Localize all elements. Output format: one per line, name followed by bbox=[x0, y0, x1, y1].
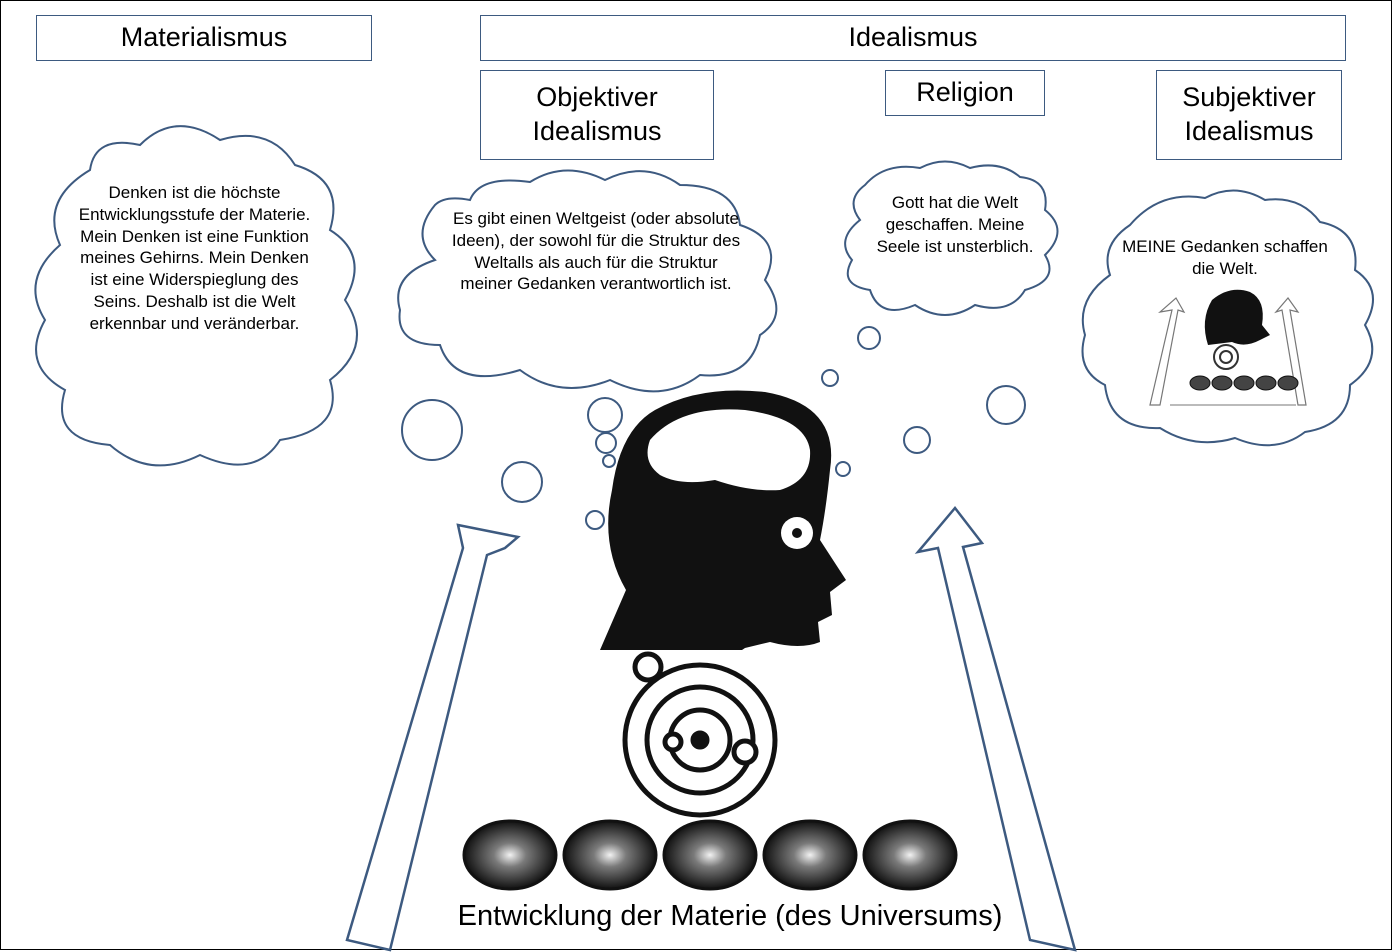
cloud-text-objektiv: Es gibt einen Weltgeist (oder absolute I… bbox=[451, 209, 741, 294]
header-subjektiver-idealismus: Subjektiver Idealismus bbox=[1156, 70, 1342, 160]
header-materialismus: Materialismus bbox=[36, 15, 372, 61]
cloud-text-materialismus: Denken ist die höchste Entwicklungsstufe… bbox=[78, 183, 311, 333]
solar-system-icon bbox=[622, 651, 778, 818]
header-religion-label: Religion bbox=[916, 77, 1014, 108]
cloud-religion bbox=[844, 160, 1059, 316]
cloud-text-religion: Gott hat die Welt geschaffen. Meine Seel… bbox=[876, 193, 1034, 256]
head-icon bbox=[600, 390, 846, 650]
header-subjektiv-label: Subjektiver Idealismus bbox=[1182, 82, 1316, 146]
header-objektiv-label: Objektiver Idealismus bbox=[532, 82, 662, 146]
arrow-left bbox=[345, 523, 521, 952]
header-religion: Religion bbox=[885, 70, 1045, 116]
cloud-materialismus bbox=[34, 125, 358, 467]
caption-entwicklung: Entwicklung der Materie (des Universums) bbox=[457, 900, 1003, 932]
cloud-objektiv bbox=[397, 169, 778, 393]
cloud-text-subjektiv: MEINE Gedanken schaffen die Welt. bbox=[1122, 237, 1328, 278]
header-idealismus-label: Idealismus bbox=[848, 22, 978, 53]
arrow-right bbox=[914, 506, 1077, 952]
mini-universe-icon bbox=[1149, 289, 1307, 406]
header-materialismus-label: Materialismus bbox=[120, 22, 288, 53]
header-objektiver-idealismus: Objektiver Idealismus bbox=[480, 70, 714, 160]
header-idealismus: Idealismus bbox=[480, 15, 1346, 61]
galaxy-row-icons bbox=[462, 819, 958, 891]
